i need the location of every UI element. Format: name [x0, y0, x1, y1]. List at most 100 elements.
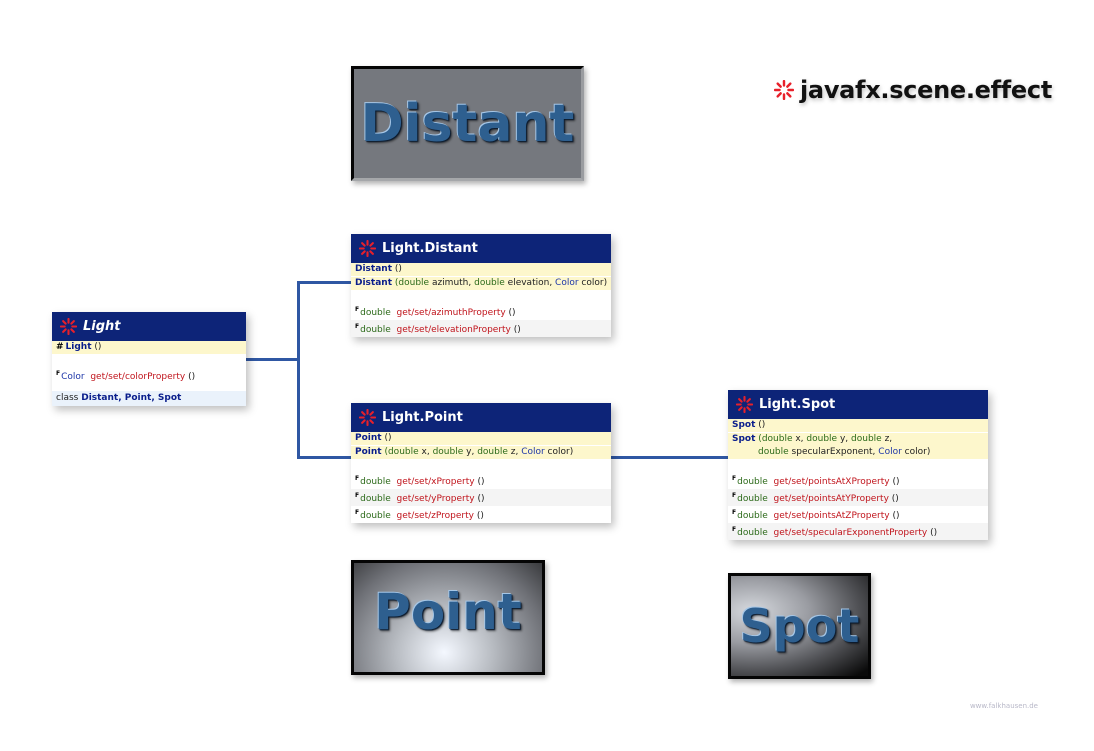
- text-fragment: F: [732, 509, 737, 516]
- inner-classes-row[interactable]: class Distant, Point, Spot: [52, 391, 246, 406]
- property-row[interactable]: FColor get/set/colorProperty (): [52, 367, 246, 384]
- text-fragment: specularExponent,: [788, 447, 879, 457]
- text-fragment: double: [360, 494, 391, 504]
- text-fragment: y,: [463, 447, 478, 457]
- constructor-row[interactable]: Spot (): [728, 419, 988, 432]
- text-fragment: get/set/: [773, 511, 809, 521]
- text-fragment: y,: [837, 434, 852, 444]
- text-fragment: double: [387, 447, 419, 457]
- text-fragment: (: [394, 278, 399, 288]
- constructor-row[interactable]: Distant (double azimuth, double elevatio…: [351, 276, 611, 290]
- text-fragment: Color: [61, 372, 85, 382]
- property-row[interactable]: Fdouble get/set/yProperty (): [351, 489, 611, 506]
- property-row[interactable]: Fdouble get/set/pointsAtZProperty (): [728, 506, 988, 523]
- class-box-spot[interactable]: Light.Spot Spot () Spot (double x, doubl…: [728, 390, 988, 540]
- text-fragment: F: [355, 475, 360, 482]
- text-fragment: (): [508, 308, 516, 318]
- class-title: Light.Spot: [759, 397, 836, 412]
- burst-icon: [774, 80, 794, 100]
- text-fragment: (): [394, 264, 402, 274]
- text-fragment: Light: [65, 342, 92, 352]
- property-row[interactable]: Fdouble get/set/pointsAtYProperty (): [728, 489, 988, 506]
- property-row[interactable]: Fdouble get/set/elevationProperty (): [351, 320, 611, 337]
- text-fragment: pointsAtZProperty: [808, 511, 890, 521]
- text-fragment: get/set/: [773, 528, 809, 538]
- text-fragment: Distant, Point, Spot: [81, 393, 182, 403]
- text-fragment: (): [384, 433, 392, 443]
- text-fragment: class: [56, 393, 79, 403]
- text-fragment: double: [761, 434, 793, 444]
- text-fragment: F: [732, 526, 737, 533]
- connector-to-point: [297, 456, 352, 459]
- text-fragment: elevation,: [504, 278, 556, 288]
- text-fragment: color): [544, 447, 574, 457]
- text-fragment: Color: [521, 447, 545, 457]
- text-fragment: double: [432, 447, 464, 457]
- text-fragment: double: [477, 447, 508, 457]
- class-title: Light.Point: [382, 410, 463, 425]
- text-fragment: Color: [878, 447, 902, 457]
- text-fragment: get/set/: [773, 494, 809, 504]
- property-row[interactable]: Fdouble get/set/zProperty (): [351, 506, 611, 523]
- text-fragment: double: [737, 528, 768, 538]
- package-title: javafx.scene.effect: [774, 76, 1052, 104]
- text-fragment: z,: [507, 447, 522, 457]
- class-header-point[interactable]: Light.Point: [351, 403, 611, 432]
- class-header-distant[interactable]: Light.Distant: [351, 234, 611, 263]
- distant-demo-image: Distant: [351, 66, 584, 181]
- constructor-row[interactable]: Distant (): [351, 263, 611, 276]
- class-title: Light.Distant: [382, 241, 478, 256]
- text-fragment: (): [930, 528, 938, 538]
- text-fragment: (: [758, 434, 762, 444]
- text-fragment: double: [851, 434, 882, 444]
- text-fragment: (): [892, 511, 900, 521]
- text-fragment: colorProperty: [124, 372, 186, 382]
- text-fragment: (): [94, 342, 102, 352]
- class-header-spot[interactable]: Light.Spot: [728, 390, 988, 419]
- class-box-light[interactable]: Light #Light () FColor get/set/colorProp…: [52, 312, 246, 406]
- text-fragment: azimuthProperty: [431, 308, 506, 318]
- text-fragment: (): [477, 494, 485, 504]
- text-fragment: azimuth,: [429, 278, 475, 288]
- point-demo-label: Point: [374, 582, 522, 641]
- connector-light-trunk: [246, 358, 299, 361]
- connector-to-distant: [297, 281, 352, 284]
- constructor-row[interactable]: Spot (double x, double y, double z, doub…: [728, 432, 988, 459]
- constructor-row[interactable]: Point (double x, double y, double z, Col…: [351, 445, 611, 459]
- text-fragment: Distant: [355, 264, 392, 274]
- class-header-light[interactable]: Light: [52, 312, 246, 341]
- text-fragment: Color: [555, 278, 579, 288]
- text-fragment: F: [355, 509, 360, 516]
- text-fragment: Point: [355, 433, 382, 443]
- text-fragment: get/set/: [90, 372, 125, 382]
- text-fragment: (: [384, 447, 388, 457]
- text-fragment: Spot: [732, 434, 756, 444]
- text-fragment: double: [737, 494, 768, 504]
- class-box-point[interactable]: Light.Point Point () Point (double x, do…: [351, 403, 611, 523]
- property-row[interactable]: Fdouble get/set/azimuthProperty (): [351, 303, 611, 320]
- text-fragment: get/set/: [396, 494, 432, 504]
- property-row[interactable]: Fdouble get/set/pointsAtXProperty (): [728, 472, 988, 489]
- text-fragment: get/set/: [396, 308, 432, 318]
- property-row[interactable]: Fdouble get/set/xProperty (): [351, 472, 611, 489]
- distant-demo-label: Distant: [360, 93, 575, 154]
- text-fragment: Spot: [732, 420, 756, 430]
- package-title-text: javafx.scene.effect: [800, 76, 1053, 104]
- connector-point-spot: [610, 456, 729, 459]
- class-title: Light: [83, 319, 121, 334]
- constructor-row[interactable]: #Light (): [52, 341, 246, 354]
- text-fragment: double: [360, 477, 391, 487]
- text-fragment: double: [474, 278, 505, 288]
- text-fragment: double: [360, 308, 391, 318]
- constructor-row[interactable]: Point (): [351, 432, 611, 445]
- burst-icon: [60, 318, 77, 335]
- text-fragment: F: [355, 492, 360, 499]
- text-fragment: pointsAtXProperty: [808, 477, 890, 487]
- text-fragment: zProperty: [431, 511, 474, 521]
- burst-icon: [359, 409, 376, 426]
- text-fragment: Distant: [355, 278, 392, 288]
- text-fragment: color): [901, 447, 931, 457]
- text-fragment: double: [360, 325, 391, 335]
- property-row[interactable]: Fdouble get/set/specularExponentProperty…: [728, 523, 988, 540]
- class-box-distant[interactable]: Light.Distant Distant () Distant ( double…: [351, 234, 611, 337]
